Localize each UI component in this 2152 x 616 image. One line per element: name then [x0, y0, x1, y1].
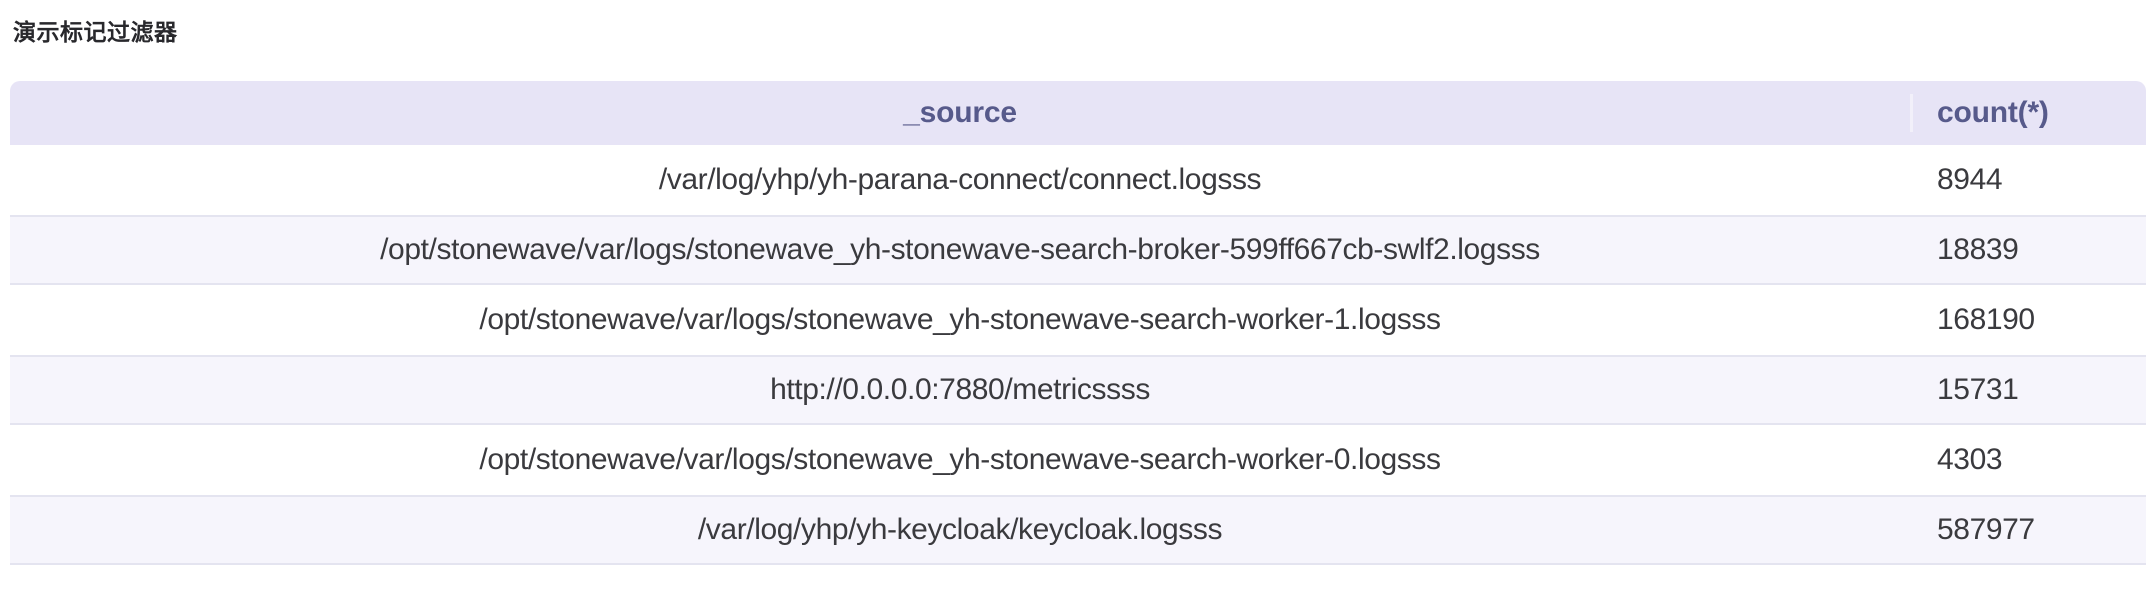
column-header-count[interactable]: count(*)	[1910, 81, 2146, 145]
source-cell: /opt/stonewave/var/logs/stonewave_yh-sto…	[479, 303, 1441, 336]
count-cell: 8944	[1937, 163, 2003, 196]
source-cell: /opt/stonewave/var/logs/stonewave_yh-sto…	[479, 443, 1441, 476]
table-header-row: _source count(*)	[10, 81, 2146, 145]
source-cell: /opt/stonewave/var/logs/stonewave_yh-sto…	[380, 233, 1540, 266]
results-table: _source count(*) /var/log/yhp/yh-parana-…	[10, 81, 2146, 565]
table-row: /opt/stonewave/var/logs/stonewave_yh-sto…	[10, 285, 2146, 355]
table-row: /var/log/yhp/yh-parana-connect/connect.l…	[10, 145, 2146, 215]
column-header-source-label: _source	[903, 96, 1017, 129]
count-cell: 168190	[1937, 303, 2035, 336]
source-cell: http://0.0.0.0:7880/metricssss	[770, 373, 1150, 406]
count-cell: 587977	[1937, 513, 2035, 546]
table-row: /opt/stonewave/var/logs/stonewave_yh-sto…	[10, 425, 2146, 495]
column-header-count-label: count(*)	[1937, 96, 2049, 129]
table-row: http://0.0.0.0:7880/metricssss 15731	[10, 355, 2146, 425]
column-divider	[1910, 94, 1913, 132]
source-cell: /var/log/yhp/yh-keycloak/keycloak.logsss	[697, 513, 1223, 546]
count-cell: 15731	[1937, 373, 2019, 406]
table-row: /opt/stonewave/var/logs/stonewave_yh-sto…	[10, 215, 2146, 285]
panel-title: 演示标记过滤器	[13, 19, 178, 45]
count-cell: 18839	[1937, 233, 2019, 266]
source-cell: /var/log/yhp/yh-parana-connect/connect.l…	[658, 163, 1262, 196]
column-header-source[interactable]: _source	[10, 81, 1910, 145]
count-cell: 4303	[1937, 443, 2003, 476]
table-row: /var/log/yhp/yh-keycloak/keycloak.logsss…	[10, 495, 2146, 565]
